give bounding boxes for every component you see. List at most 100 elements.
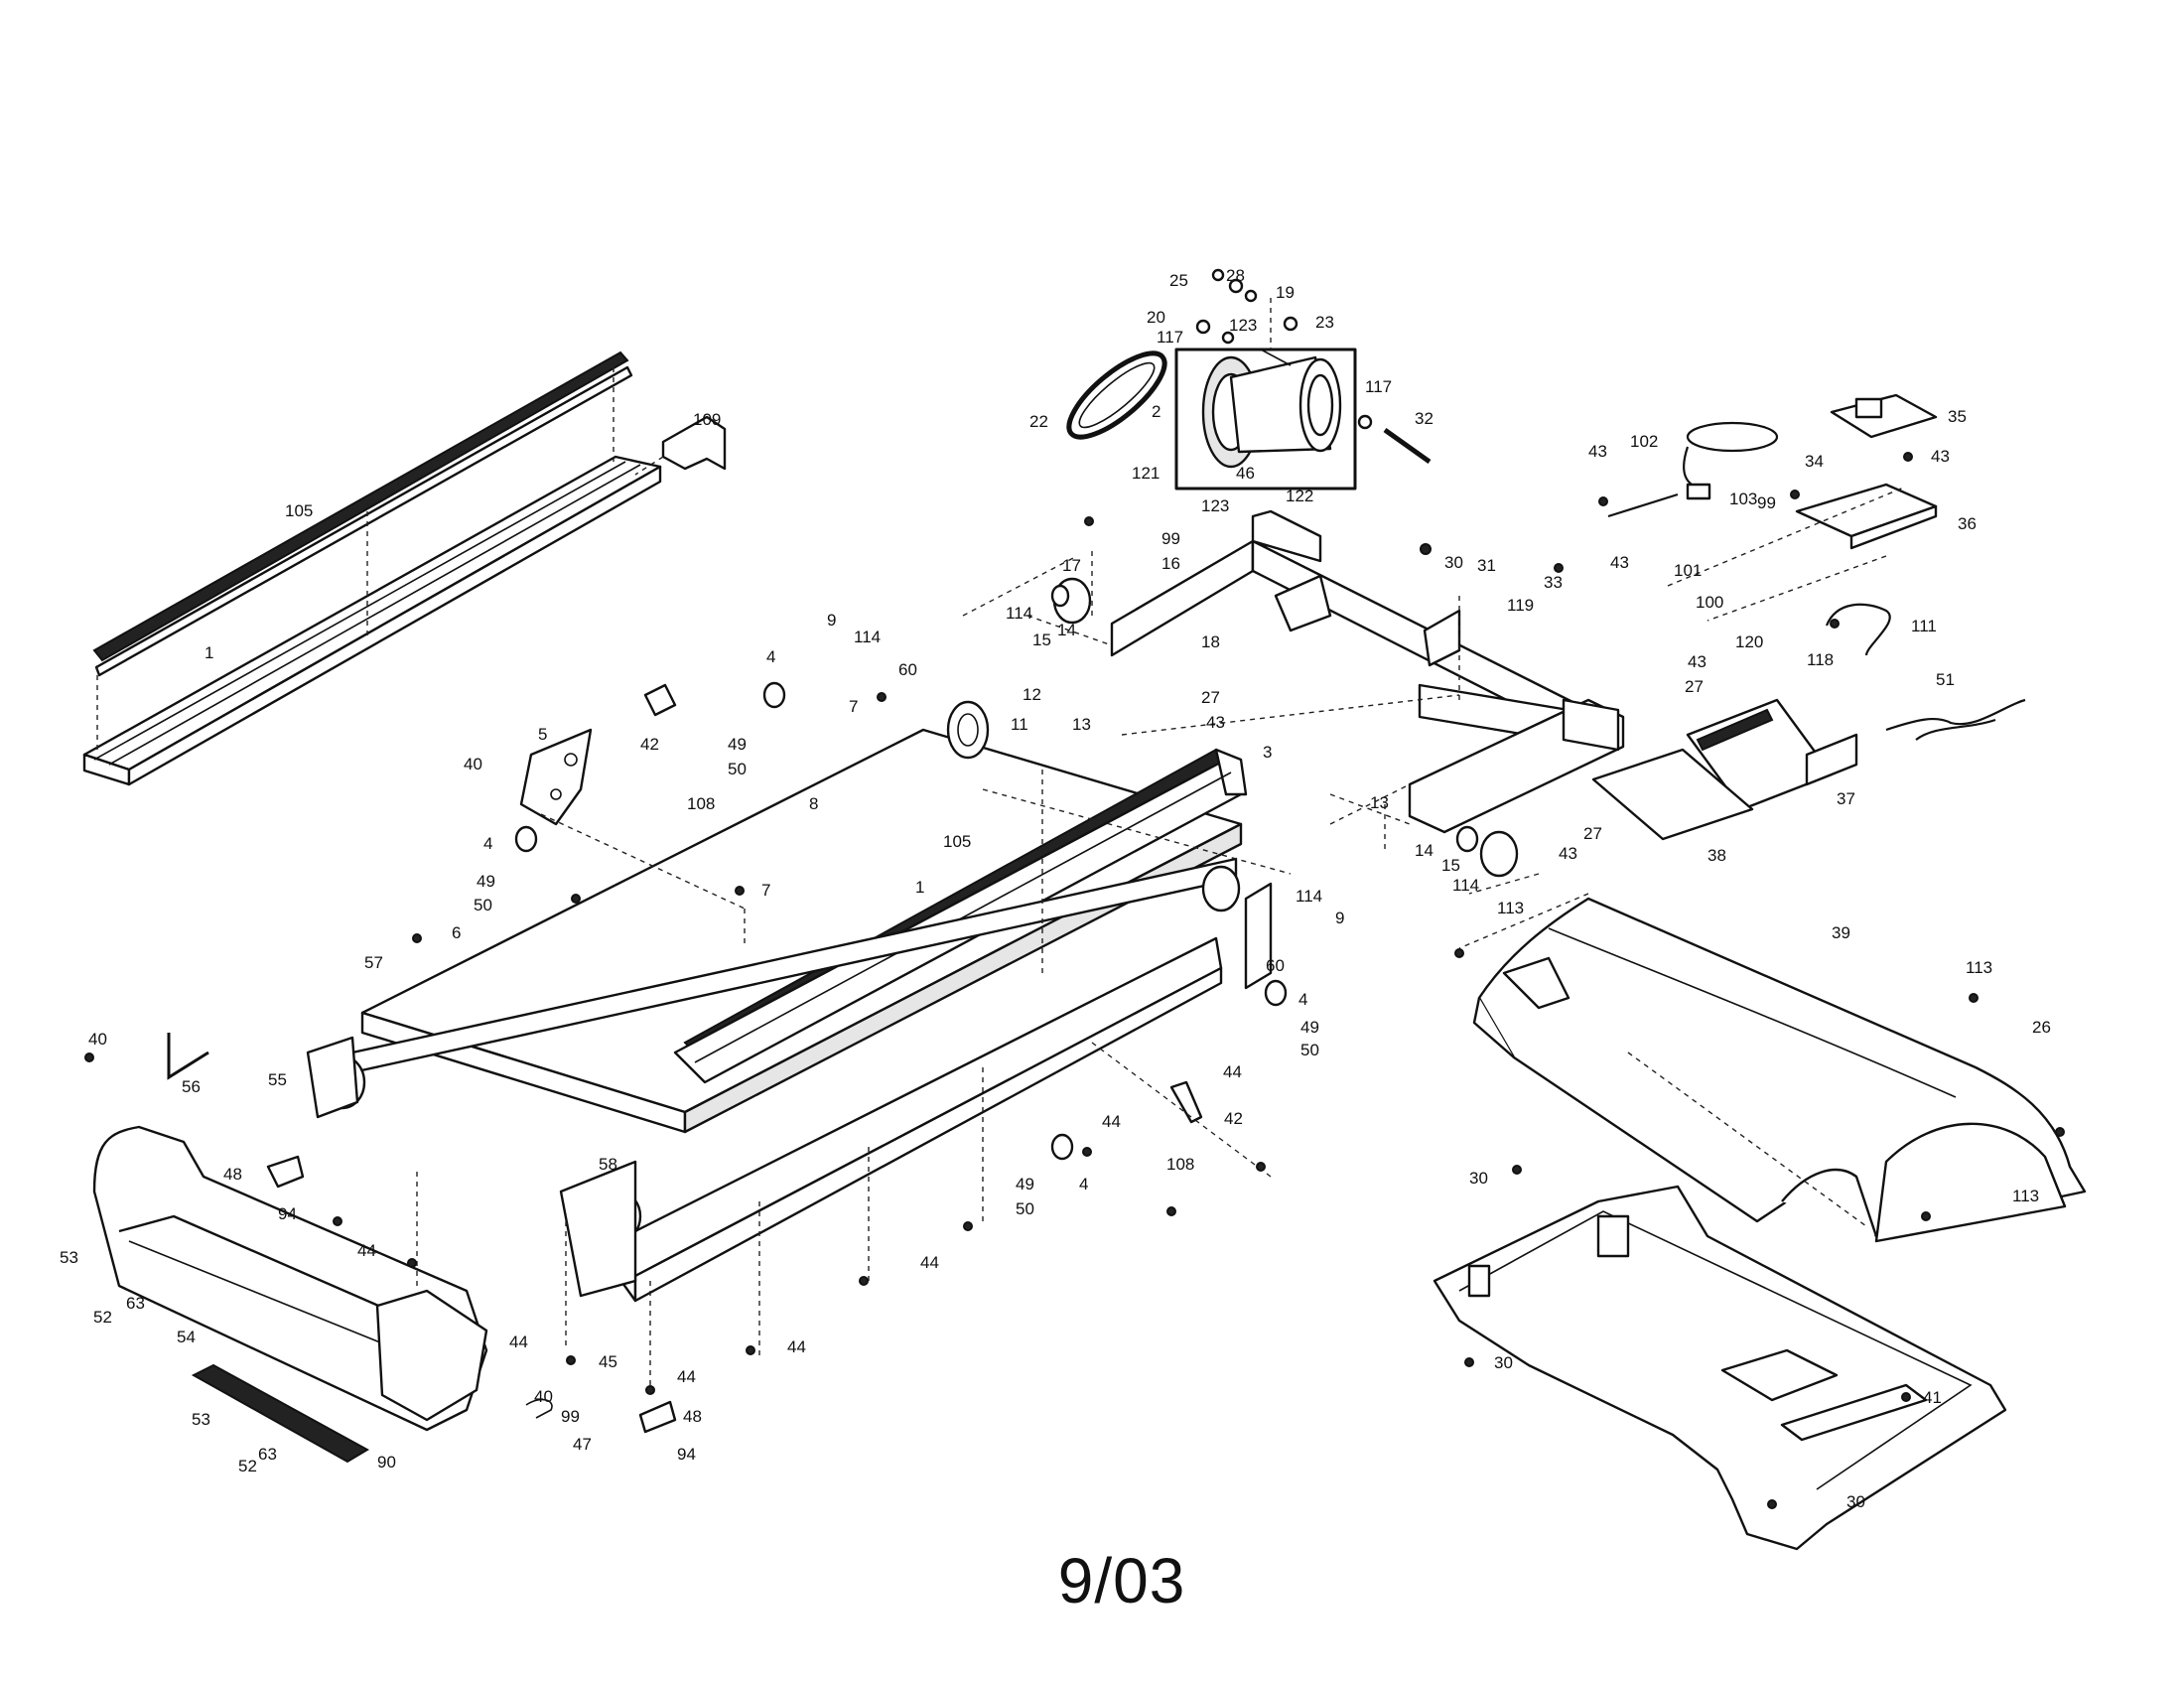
callout-label: 41 — [1923, 1388, 1942, 1407]
callout-label: 16 — [1161, 554, 1180, 573]
callout-label: 38 — [1707, 846, 1726, 865]
callout-label: 108 — [687, 794, 715, 813]
foot-pad-strip — [191, 1363, 370, 1464]
motor-pulley — [946, 700, 990, 760]
callout-label: 94 — [677, 1445, 696, 1464]
callout-label: 48 — [683, 1407, 702, 1426]
callout-label: 31 — [1477, 556, 1496, 575]
callout-label: 42 — [1224, 1109, 1243, 1128]
callout-label: 12 — [1023, 685, 1041, 704]
callout-label: 100 — [1696, 593, 1723, 612]
leg-levelers — [514, 681, 1288, 1161]
callout-label: 43 — [1588, 442, 1607, 461]
callout-label: 54 — [177, 1328, 196, 1346]
end-cap-brackets — [266, 683, 1203, 1434]
callout-label: 49 — [477, 872, 495, 891]
callout-label: 56 — [182, 1077, 201, 1096]
callout-label: 120 — [1735, 632, 1763, 651]
callout-label: 19 — [1276, 283, 1295, 302]
power-cord — [1607, 421, 1779, 518]
callout-label: 45 — [599, 1352, 617, 1371]
callout-label: 44 — [509, 1333, 528, 1351]
fastener-markers — [84, 452, 2065, 1509]
callout-label: 46 — [1236, 464, 1255, 483]
callout-label: 114 — [1296, 887, 1322, 906]
callout-label: 3 — [1263, 743, 1272, 762]
left-side-rail-assembly — [82, 351, 662, 786]
callout-label: 11 — [1011, 715, 1028, 734]
assembly-guide-lines — [416, 486, 1907, 1390]
callout-label: 33 — [1544, 573, 1563, 592]
callout-label: 43 — [1931, 447, 1950, 466]
callout-label: 27 — [1685, 677, 1704, 696]
front-bracket — [306, 1036, 637, 1298]
callout-label: 63 — [126, 1294, 145, 1313]
callout-label: 15 — [1032, 631, 1051, 649]
callout-label: 40 — [464, 755, 482, 773]
callout-label: 26 — [2032, 1018, 2051, 1037]
callout-label: 52 — [93, 1308, 112, 1327]
callout-label: 44 — [787, 1337, 806, 1356]
callout-label: 44 — [920, 1253, 939, 1272]
callout-label: 123 — [1229, 316, 1257, 335]
callout-label: 90 — [377, 1453, 396, 1472]
callout-label: 55 — [268, 1070, 287, 1089]
callout-label: 23 — [1315, 313, 1334, 332]
callout-label: 50 — [1300, 1041, 1319, 1059]
board-bracket — [1795, 483, 1938, 550]
callout-label: 50 — [728, 760, 747, 778]
part-callouts: 25 28 19 20 23 123 117 22 2 117 32 46 12… — [60, 266, 2051, 1511]
callout-label: 2 — [1152, 402, 1160, 421]
wire-clip — [525, 1398, 553, 1419]
callout-label: 99 — [1161, 529, 1180, 548]
callout-label: 4 — [1298, 990, 1307, 1009]
callout-label: 7 — [761, 881, 770, 900]
callout-label: 53 — [192, 1410, 210, 1429]
callout-label: 15 — [1441, 856, 1460, 875]
callout-label: 114 — [1452, 876, 1479, 895]
callout-label: 111 — [1911, 617, 1937, 635]
callout-label: 44 — [357, 1241, 376, 1260]
callout-label: 108 — [1166, 1155, 1194, 1174]
callout-label: 119 — [1507, 596, 1534, 615]
callout-label: 43 — [1688, 652, 1706, 671]
base-pan — [1433, 1185, 2007, 1551]
callout-label: 4 — [766, 647, 775, 666]
callout-label: 43 — [1559, 844, 1577, 863]
callout-label: 14 — [1415, 841, 1433, 860]
callout-label: 1 — [205, 643, 213, 662]
callout-label: 121 — [1132, 464, 1160, 483]
callout-label: 105 — [285, 501, 313, 520]
callout-label: 49 — [728, 735, 747, 754]
callout-label: 9 — [827, 611, 836, 630]
callout-label: 49 — [1300, 1018, 1319, 1037]
callout-label: 40 — [534, 1387, 553, 1406]
revision-date: 9/03 — [1057, 1545, 1186, 1616]
motor-hardware — [1195, 268, 1432, 465]
callout-label: 20 — [1147, 308, 1165, 327]
callout-label: 103 — [1729, 490, 1757, 508]
controller-plate — [1591, 748, 1754, 841]
callout-label: 99 — [561, 1407, 580, 1426]
callout-label: 57 — [364, 953, 383, 972]
callout-label: 123 — [1201, 496, 1229, 515]
callout-label: 1 — [915, 878, 924, 897]
callout-label: 30 — [1469, 1169, 1488, 1188]
callout-label: 7 — [849, 697, 858, 716]
callout-label: 35 — [1948, 407, 1967, 426]
callout-label: 50 — [1016, 1199, 1034, 1218]
callout-label: 32 — [1415, 409, 1433, 428]
callout-label: 101 — [1674, 561, 1702, 580]
callout-label: 49 — [1016, 1175, 1034, 1193]
callout-label: 4 — [483, 834, 492, 853]
callout-label: 27 — [1201, 688, 1220, 707]
callout-label: 39 — [1832, 923, 1850, 942]
callout-label: 53 — [60, 1248, 78, 1267]
callout-label: 58 — [599, 1155, 617, 1174]
callout-label: 30 — [1846, 1492, 1865, 1511]
callout-label: 113 — [1966, 958, 1992, 977]
callout-label: 105 — [943, 832, 971, 851]
callout-label: 27 — [1583, 824, 1602, 843]
callout-label: 40 — [88, 1030, 107, 1049]
